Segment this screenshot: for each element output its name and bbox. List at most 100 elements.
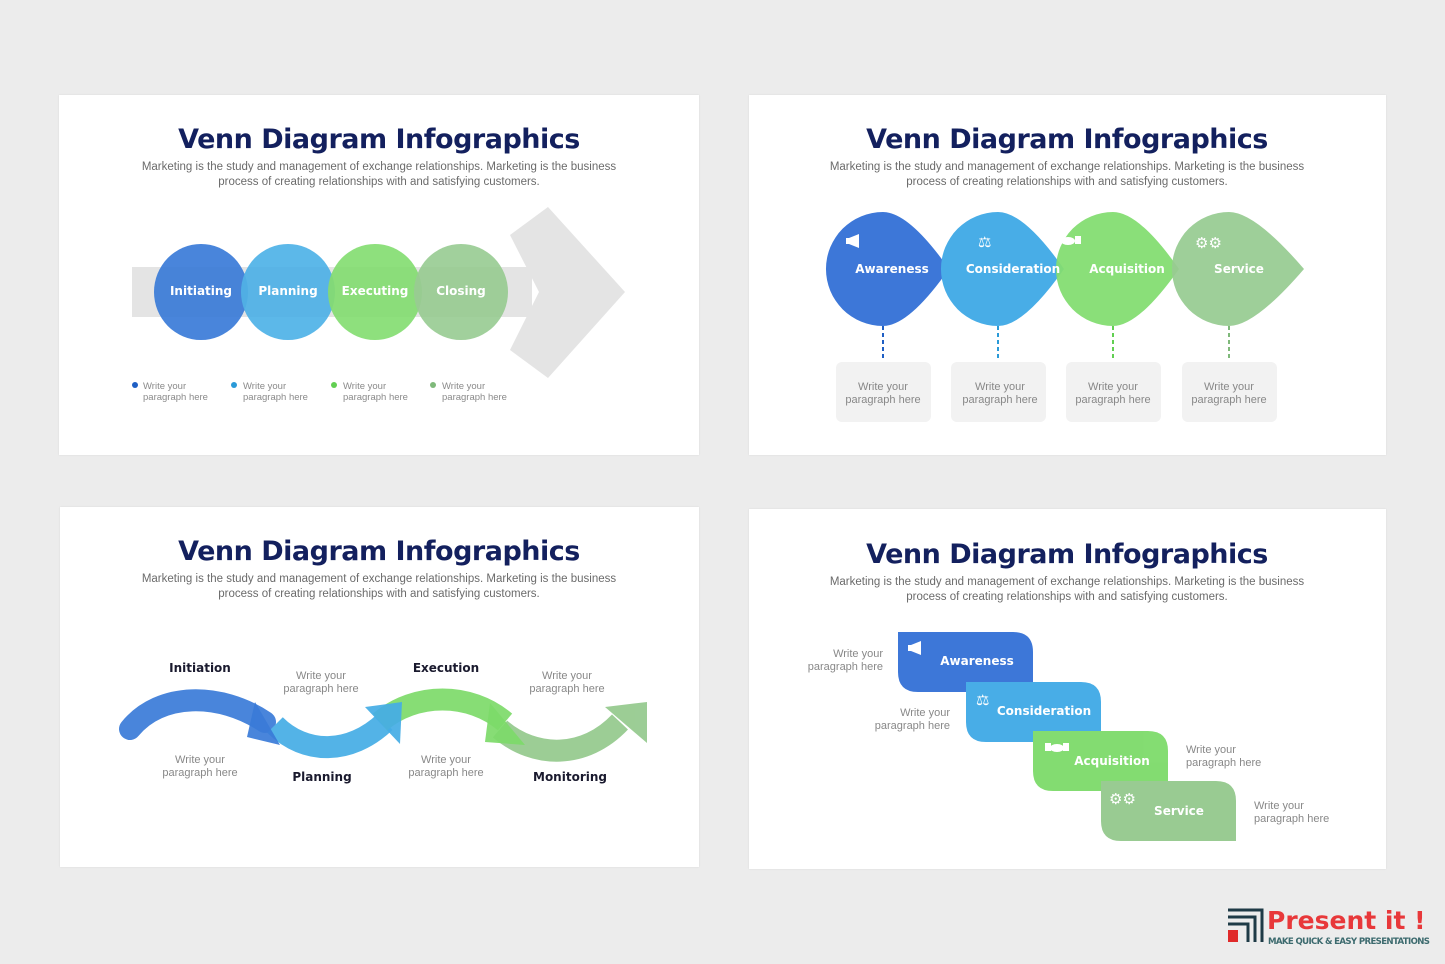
slide-4-graphic: Venn Diagram Infographics Marketing is t… <box>808 539 1329 841</box>
slide-subtitle: process of creating relationships with a… <box>906 176 1228 188</box>
drop-service <box>1171 212 1304 326</box>
para-text: Write your <box>900 707 950 719</box>
arrowhead <box>605 702 647 743</box>
stage-label: Planning <box>292 770 351 784</box>
step-label: Awareness <box>940 654 1014 668</box>
scale-icon: ⚖ <box>976 691 989 709</box>
bullet-text: Write your <box>343 381 386 392</box>
scale-icon: ⚖ <box>978 233 991 251</box>
bullet-text: Write your <box>442 381 485 392</box>
ribbon-planning <box>267 713 393 759</box>
handshake-icon <box>1055 236 1081 245</box>
megaphone-icon <box>846 234 859 248</box>
circle-label: Planning <box>258 284 317 298</box>
drop-acquisition <box>1055 212 1179 326</box>
slide-subtitle: process of creating relationships with a… <box>218 588 540 600</box>
drop-label: Service <box>1214 262 1264 276</box>
step-service <box>1101 781 1236 841</box>
bullet-text: paragraph here <box>143 392 208 403</box>
box-text: paragraph here <box>1075 394 1150 406</box>
para-text: Write your <box>421 754 471 766</box>
bullet-text: paragraph here <box>343 392 408 403</box>
circle-label: Closing <box>436 284 486 298</box>
drop-label: Consideration <box>966 262 1060 276</box>
bullet-dot <box>430 382 436 388</box>
slide-subtitle: Marketing is the study and management of… <box>830 576 1305 588</box>
para-text: paragraph here <box>162 767 237 779</box>
drop-label: Acquisition <box>1089 262 1165 276</box>
slide-subtitle: Marketing is the study and management of… <box>142 573 617 585</box>
slide-1: Venn Diagram Infographics Marketing is t… <box>59 95 699 455</box>
circle-initiating <box>154 244 248 340</box>
drop-label: Awareness <box>855 262 929 276</box>
step-label: Service <box>1154 804 1204 818</box>
box-text: Write your <box>1088 381 1138 393</box>
circle-label: Initiating <box>170 284 232 298</box>
megaphone-icon <box>908 641 921 655</box>
stage-label: Execution <box>413 661 479 675</box>
gears-icon: ⚙⚙ <box>1109 790 1136 808</box>
para-text: paragraph here <box>283 683 358 695</box>
text-box <box>951 362 1046 422</box>
slide-1-graphic: Venn Diagram Infographics Marketing is t… <box>132 124 625 403</box>
step-consideration <box>966 682 1101 742</box>
box-text: Write your <box>858 381 908 393</box>
arrowhead <box>365 702 402 744</box>
stage-label: Monitoring <box>533 770 607 784</box>
bullet-text: Write your <box>243 381 286 392</box>
bullet-dot <box>331 382 337 388</box>
step-label: Acquisition <box>1074 754 1150 768</box>
circle-executing <box>328 244 422 340</box>
ribbon-monitoring <box>492 714 628 762</box>
slide-subtitle: Marketing is the study and management of… <box>830 161 1305 173</box>
text-box <box>1182 362 1277 422</box>
slide-title: Venn Diagram Infographics <box>866 124 1268 155</box>
gears-icon: ⚙⚙ <box>1195 234 1222 252</box>
slide-title: Venn Diagram Infographics <box>866 539 1268 570</box>
para-text: Write your <box>833 648 883 660</box>
para-text: paragraph here <box>529 683 604 695</box>
slide-3-graphic: Venn Diagram Infographics Marketing is t… <box>119 536 647 784</box>
para-text: paragraph here <box>1254 813 1329 825</box>
para-text: paragraph here <box>875 720 950 732</box>
step-label: Consideration <box>997 704 1091 718</box>
box-text: paragraph here <box>962 394 1037 406</box>
drop-consideration <box>940 212 1064 326</box>
slide-2-graphic: Venn Diagram Infographics Marketing is t… <box>825 124 1305 422</box>
circle-closing <box>414 244 508 340</box>
bullet-dot <box>231 382 237 388</box>
ribbon-initiation <box>119 689 276 740</box>
box-text: paragraph here <box>845 394 920 406</box>
bullet-text: Write your <box>143 381 186 392</box>
box-text: paragraph here <box>1191 394 1266 406</box>
arrowhead <box>247 702 280 745</box>
brand-name: Present it ! <box>1267 906 1426 935</box>
bullet-text: paragraph here <box>442 392 507 403</box>
handshake-icon <box>1045 743 1069 752</box>
para-text: paragraph here <box>408 767 483 779</box>
bullet-text: paragraph here <box>243 392 308 403</box>
circle-planning <box>241 244 335 340</box>
step-awareness <box>898 632 1033 692</box>
logo-mark-icon <box>1228 908 1264 942</box>
circle-label: Executing <box>342 284 409 298</box>
bullet-dot <box>132 382 138 388</box>
para-text: paragraph here <box>1186 757 1261 769</box>
slide-title: Venn Diagram Infographics <box>178 536 580 567</box>
box-text: Write your <box>975 381 1025 393</box>
text-box <box>1066 362 1161 422</box>
para-text: Write your <box>542 670 592 682</box>
slide-subtitle: process of creating relationships with a… <box>218 176 540 188</box>
brand-tagline: MAKE QUICK & EASY PRESENTATIONS <box>1268 937 1430 947</box>
para-text: Write your <box>1254 800 1304 812</box>
slide-3: Venn Diagram Infographics Marketing is t… <box>60 507 699 867</box>
brand-logo: Present it ! MAKE QUICK & EASY PRESENTAT… <box>1228 906 1430 947</box>
para-text: Write your <box>1186 744 1236 756</box>
box-text: Write your <box>1204 381 1254 393</box>
slide-title: Venn Diagram Infographics <box>178 124 580 155</box>
para-text: Write your <box>296 670 346 682</box>
slide-subtitle: Marketing is the study and management of… <box>142 161 617 173</box>
para-text: paragraph here <box>808 661 883 673</box>
text-box <box>836 362 931 422</box>
stage-label: Initiation <box>169 661 231 675</box>
